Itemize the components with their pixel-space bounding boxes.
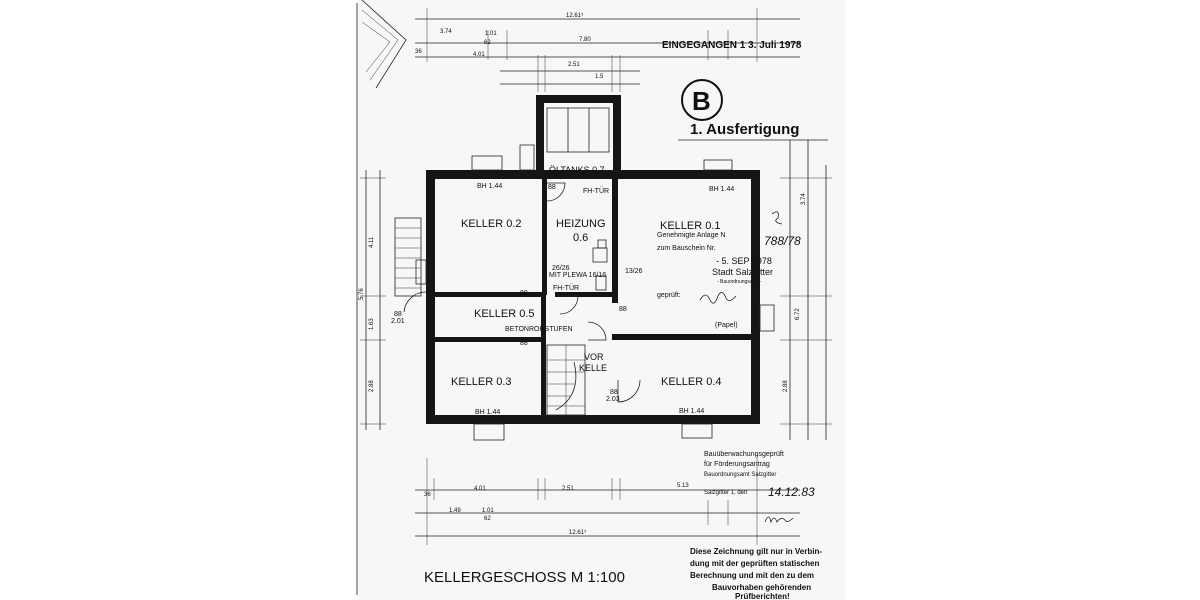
approval-office: - Bauordnungsamt -	[717, 279, 762, 285]
windows	[415, 144, 775, 441]
room-vorkeller-line2: KELLE	[579, 363, 607, 373]
note-line5: Prüfberichten!	[735, 592, 790, 600]
dim-top-780: 7.80	[579, 37, 591, 43]
approval-city: Stadt Salzgitter	[712, 267, 773, 277]
label-bh-keller04: BH 1.44	[679, 408, 704, 415]
funding-date: 14.12.83	[768, 485, 815, 499]
label-betonrohstufen: BETONROHSTUFEN	[505, 326, 573, 333]
section-arrow-icon	[356, 0, 407, 595]
received-stamp: EINGEGANGEN 1 3. Juli 1978	[662, 40, 802, 51]
note-line1: Diese Zeichnung gilt nur in Verbin-	[690, 547, 822, 556]
room-vorkeller-line1: VOR	[584, 352, 604, 362]
approval-date: - 5. SEP 1978	[716, 256, 772, 266]
label-mit-plewa: MIT PLEWA 16/16	[549, 272, 606, 279]
room-keller-04: KELLER 0.4	[661, 376, 722, 388]
handwritten-plan-no: 788/78	[764, 234, 801, 248]
approval-line2: zum Bauschein Nr.	[657, 245, 716, 252]
room-keller-02: KELLER 0.2	[461, 218, 522, 230]
dim-top-62: 62	[484, 40, 491, 46]
approval-stamp: Genehmigte Anlage N zum Bauschein Nr. - …	[657, 232, 773, 329]
oil-tanks	[546, 107, 610, 153]
label-door-88-f: 88	[610, 389, 618, 396]
dim-top-36: 36	[415, 49, 422, 55]
room-keller-05: KELLER 0.5	[474, 308, 535, 320]
dim-bot-101: 1.01	[482, 508, 494, 514]
dim-bot-401: 4.01	[474, 486, 486, 492]
label-door-88-e: 88	[520, 340, 528, 347]
label-door-88-a: 88	[548, 184, 556, 191]
door-swings	[403, 182, 641, 403]
label-door-203-f: 2.03	[606, 396, 620, 403]
dim-top-total: 12.61⁵	[566, 12, 584, 19]
walls	[426, 95, 760, 424]
label-size-1326: 13/26	[625, 268, 643, 275]
funding-stamp: Bauüberwachungsgeprüft für Förderungsant…	[704, 451, 815, 524]
room-heizung: HEIZUNG	[556, 218, 606, 230]
dim-left-288: 2.88	[369, 380, 375, 392]
dim-bot-513: 5.13	[677, 483, 689, 489]
bottom-dimension-chains: 36 4.01 2.51 5.13 1.49 1.01 62 12.61⁵	[415, 458, 800, 545]
label-door-201-c: 2.01	[391, 318, 405, 325]
dim-bot-149: 1.49	[449, 508, 461, 514]
dim-bot-251: 2.51	[562, 486, 574, 492]
left-dimension-chains: 4.11 1.63 2.88 5.76	[359, 170, 386, 430]
copy-label: 1. Ausfertigung	[690, 121, 799, 138]
dim-bot-total: 12.61⁵	[569, 529, 587, 536]
dim-right-288: 2.88	[783, 380, 789, 392]
dim-left-411: 4.11	[369, 236, 375, 248]
dim-top-401: 4.01	[473, 52, 485, 58]
approval-signer: (Papel)	[715, 322, 738, 329]
dim-top-374: 3.74	[440, 29, 452, 35]
funding-line2: für Förderungsantrag	[704, 461, 770, 468]
funding-line4: Salzgitter 1, den	[704, 490, 747, 496]
stamp-b-circle: B	[681, 79, 723, 121]
note-line4: Bauvorhaben gehörenden	[712, 583, 811, 592]
handwritten-plan-number: 788/78	[764, 211, 801, 248]
dim-left-163: 1.63	[369, 318, 375, 330]
room-keller-03: KELLER 0.3	[451, 376, 512, 388]
validity-note: Diese Zeichnung gilt nur in Verbin- dung…	[690, 547, 822, 600]
interior-stair	[546, 344, 586, 416]
label-fh-tuer-bottom: FH-TÜR	[553, 284, 579, 292]
note-line2: dung mit der geprüften statischen	[690, 559, 819, 568]
right-dimension-chains: 3.74 6.72 2.88	[780, 140, 832, 440]
dim-right-374: 3.74	[801, 193, 807, 205]
label-door-88-d: 88	[619, 306, 627, 313]
approval-checked: geprüft:	[657, 292, 681, 299]
boiler-icon	[592, 239, 608, 291]
room-oeltanks: ÖLTANKS 0.7	[549, 165, 605, 175]
room-keller-01: KELLER 0.1	[660, 220, 721, 232]
label-plewa-size: 26/26	[552, 265, 570, 272]
dim-top-15: 1.5	[595, 74, 604, 80]
funding-signature	[764, 516, 794, 524]
approval-signature	[699, 292, 737, 304]
label-bh-keller02: BH 1.44	[477, 183, 502, 190]
dim-bot-36: 36	[424, 492, 431, 498]
label-fh-tuer-top: FH-TÜR	[583, 187, 609, 195]
label-door-88-b: 88	[520, 290, 528, 297]
dim-top-251: 2.51	[568, 62, 580, 68]
funding-line3: Bauordnungsamt Salzgitter	[704, 472, 776, 478]
top-dimension-chains: 12.61⁵ 7.80 3.74 1.01 62 4.01 2.51 36 1.…	[415, 8, 800, 92]
room-heizung-number: 0.6	[573, 232, 588, 244]
outside-stair	[394, 217, 422, 297]
note-line3: Berechnung und mit den zu dem	[690, 571, 814, 580]
label-door-88-c: 88	[394, 311, 402, 318]
dim-bot-62: 62	[484, 516, 491, 522]
dim-left-576: 5.76	[359, 288, 365, 300]
label-bh-keller03: BH 1.44	[475, 409, 500, 416]
label-bh-keller01: BH 1.44	[709, 186, 734, 193]
stamp-letter: B	[692, 86, 711, 116]
funding-line1: Bauüberwachungsgeprüft	[704, 451, 784, 458]
sheet-title: KELLERGESCHOSS M 1:100	[424, 569, 625, 586]
dim-top-101: 1.01	[485, 31, 497, 37]
approval-line1: Genehmigte Anlage N	[657, 232, 726, 239]
dim-right-672: 6.72	[795, 308, 801, 320]
